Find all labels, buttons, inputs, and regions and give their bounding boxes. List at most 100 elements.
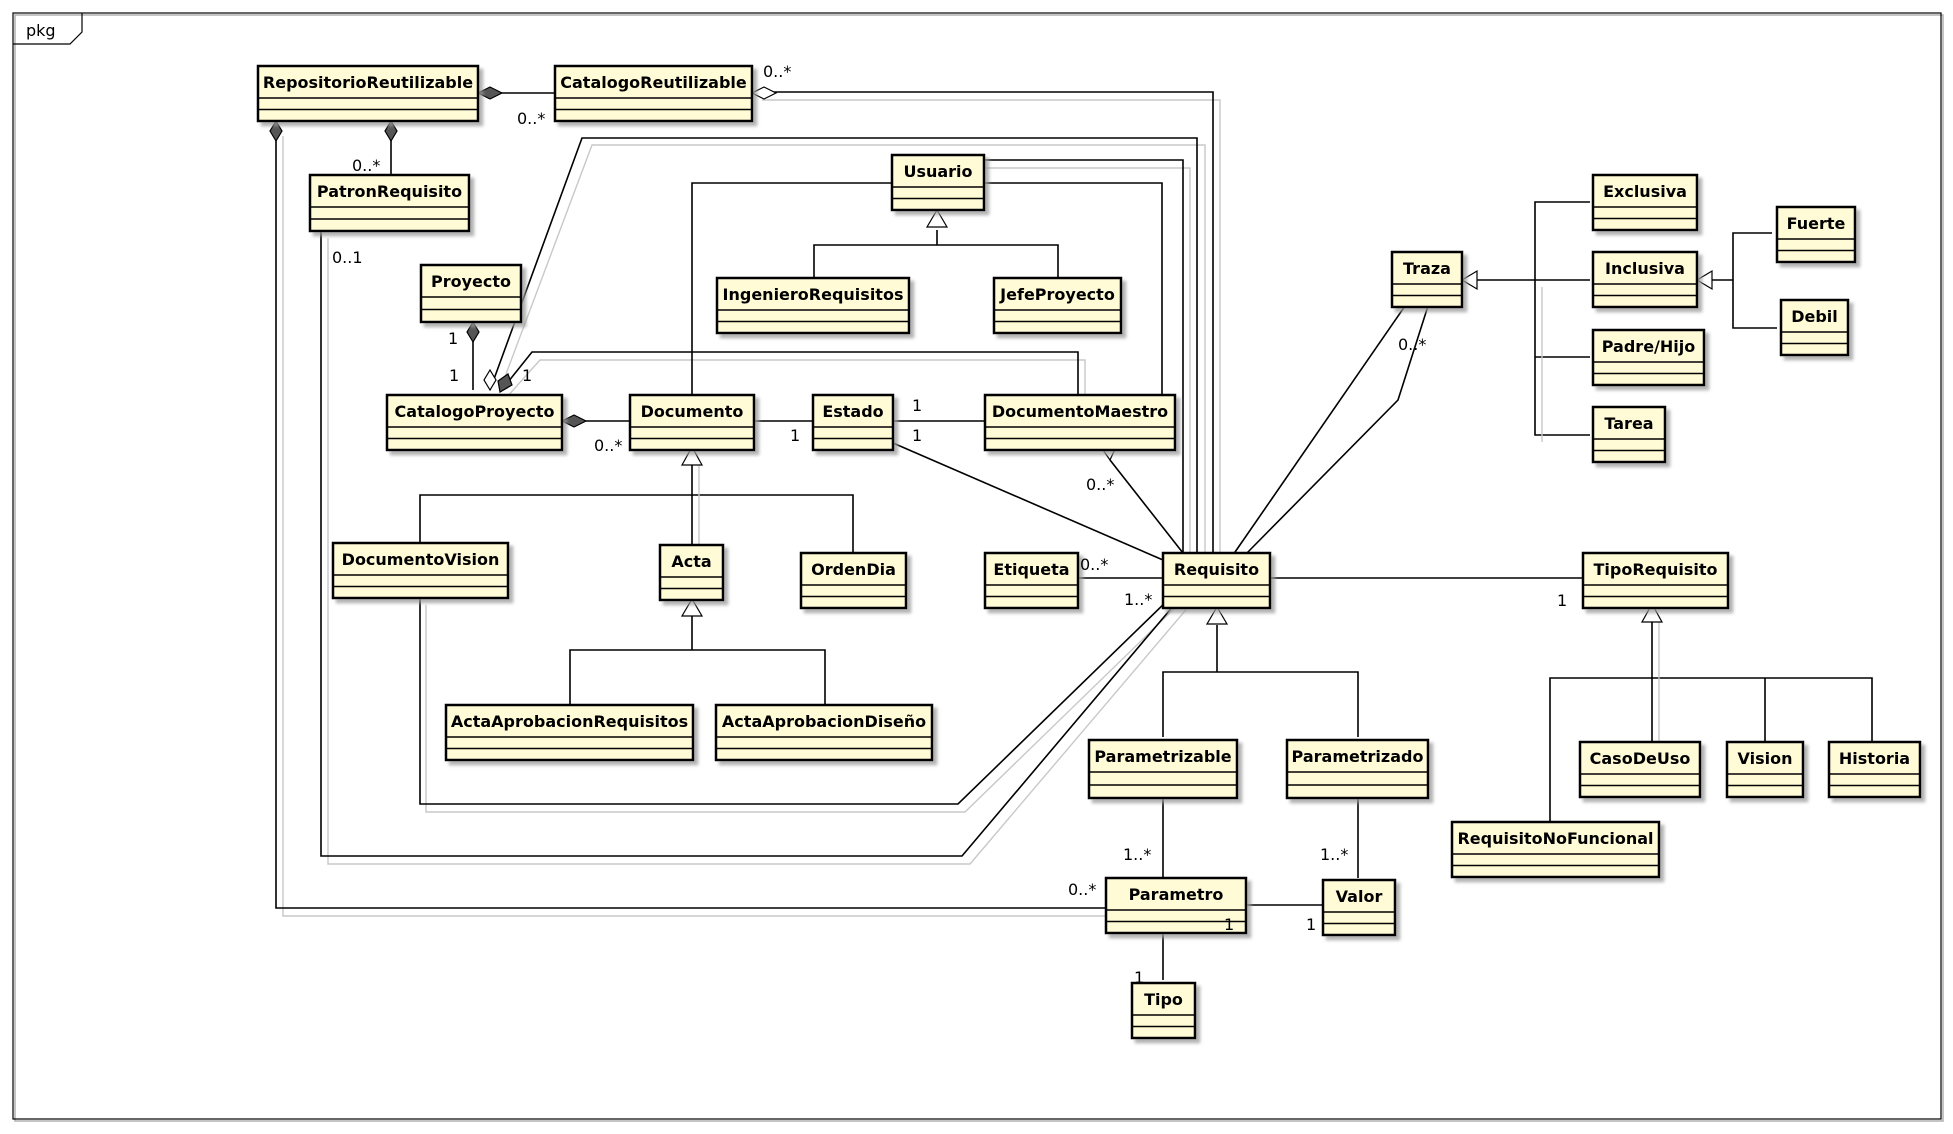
composition-diamond-repositorio-catalogo bbox=[476, 86, 504, 100]
multiplicity-label: 1..* bbox=[1123, 845, 1151, 864]
class-orden-dia[interactable]: OrdenDia bbox=[799, 551, 908, 610]
class-name: CatalogoReutilizable bbox=[560, 73, 747, 92]
class-box bbox=[1779, 298, 1850, 357]
class-box bbox=[983, 393, 1177, 452]
gen-tipo-requisito bbox=[1549, 622, 1873, 822]
multiplicity-label: 1 bbox=[1224, 915, 1234, 934]
class-name: Requisito bbox=[1174, 560, 1259, 579]
class-acta-dis[interactable]: ActaAprobacionDiseño bbox=[714, 703, 934, 762]
class-patron[interactable]: PatronRequisito bbox=[308, 173, 471, 233]
class-doc-vision[interactable]: DocumentoVision bbox=[331, 541, 510, 600]
class-box bbox=[1390, 250, 1464, 309]
class-box bbox=[444, 703, 695, 762]
class-name: Documento bbox=[641, 402, 744, 421]
class-box bbox=[1130, 981, 1197, 1040]
gen-documento bbox=[419, 465, 854, 553]
connectors bbox=[275, 91, 1873, 980]
class-box bbox=[658, 543, 725, 602]
class-traza[interactable]: Traza bbox=[1390, 250, 1464, 309]
class-exclusiva[interactable]: Exclusiva bbox=[1591, 173, 1699, 232]
multiplicity-label: 1 bbox=[522, 366, 532, 385]
class-fuerte[interactable]: Fuerte bbox=[1775, 205, 1857, 264]
class-name: Estado bbox=[822, 402, 883, 421]
multiplicity-label: 0..* bbox=[594, 436, 622, 455]
class-valor[interactable]: Valor bbox=[1321, 878, 1397, 937]
class-repositorio[interactable]: RepositorioReutilizable bbox=[256, 64, 480, 123]
class-parametrizable[interactable]: Parametrizable bbox=[1087, 738, 1239, 800]
class-box bbox=[1285, 738, 1430, 800]
class-name: Exclusiva bbox=[1603, 182, 1687, 201]
class-name: Historia bbox=[1839, 749, 1910, 768]
assoc-catalogo-reutilizable-requisito bbox=[764, 91, 1214, 555]
class-doc-maestro[interactable]: DocumentoMaestro bbox=[983, 393, 1177, 452]
class-padre-hijo[interactable]: Padre/Hijo bbox=[1591, 328, 1706, 387]
assoc-documento-maestro-requisito bbox=[1109, 459, 1184, 554]
gen-requisito bbox=[1162, 625, 1359, 737]
class-catalogo-reut[interactable]: CatalogoReutilizable bbox=[553, 64, 754, 123]
class-catalogo-proy[interactable]: CatalogoProyecto bbox=[385, 393, 564, 452]
multiplicity-label: 1..* bbox=[1320, 845, 1348, 864]
class-box bbox=[715, 276, 911, 335]
class-name: Vision bbox=[1738, 749, 1793, 768]
class-name: RequisitoNoFuncional bbox=[1457, 829, 1653, 848]
multiplicity-label: 0..* bbox=[1086, 475, 1114, 494]
class-requisito[interactable]: Requisito bbox=[1161, 551, 1272, 610]
connector-ends bbox=[269, 86, 1713, 912]
class-name: DocumentoVision bbox=[342, 550, 500, 569]
gen-triangle-documento bbox=[680, 445, 704, 466]
class-tipo-req[interactable]: TipoRequisito bbox=[1581, 551, 1730, 610]
aggregation-diamond-catalogo-proyecto-top bbox=[483, 368, 497, 392]
class-debil[interactable]: Debil bbox=[1779, 298, 1850, 357]
composition-diamond-repositorio-patron bbox=[384, 119, 398, 143]
gen-triangle-usuario bbox=[925, 208, 949, 228]
composition-diamond-proyecto bbox=[466, 320, 480, 344]
class-historia[interactable]: Historia bbox=[1827, 740, 1922, 799]
multiplicity-label: 1 bbox=[1306, 915, 1316, 934]
class-name: Acta bbox=[671, 552, 711, 571]
class-acta-req[interactable]: ActaAprobacionRequisitos bbox=[444, 703, 695, 762]
class-name: RepositorioReutilizable bbox=[263, 73, 473, 92]
class-box bbox=[1104, 876, 1248, 935]
class-inclusiva[interactable]: Inclusiva bbox=[1591, 250, 1699, 309]
class-tipo[interactable]: Tipo bbox=[1130, 981, 1197, 1040]
class-usuario[interactable]: Usuario bbox=[890, 153, 986, 212]
class-box bbox=[385, 393, 564, 452]
class-estado[interactable]: Estado bbox=[811, 393, 895, 452]
class-ingeniero[interactable]: IngenieroRequisitos bbox=[715, 276, 911, 335]
class-name: Debil bbox=[1791, 307, 1838, 326]
class-name: PatronRequisito bbox=[317, 182, 462, 201]
class-box bbox=[1087, 738, 1239, 800]
class-box bbox=[419, 263, 523, 324]
class-name: Usuario bbox=[903, 162, 972, 181]
class-acta[interactable]: Acta bbox=[658, 543, 725, 602]
class-req-no-func[interactable]: RequisitoNoFuncional bbox=[1450, 820, 1661, 879]
gen-acta bbox=[569, 615, 826, 712]
class-name: DocumentoMaestro bbox=[992, 402, 1168, 421]
class-caso-uso[interactable]: CasoDeUso bbox=[1578, 740, 1702, 799]
class-tarea[interactable]: Tarea bbox=[1591, 405, 1667, 464]
class-etiqueta[interactable]: Etiqueta bbox=[983, 551, 1080, 610]
frame-label: pkg bbox=[26, 21, 56, 40]
class-documento[interactable]: Documento bbox=[628, 393, 756, 452]
class-box bbox=[799, 551, 908, 610]
class-name: Parametrizable bbox=[1094, 747, 1231, 766]
class-name: Parametrizado bbox=[1292, 747, 1424, 766]
class-jefe[interactable]: JefeProyecto bbox=[992, 276, 1123, 335]
class-box bbox=[811, 393, 895, 452]
class-name: TipoRequisito bbox=[1594, 560, 1718, 579]
class-box bbox=[1321, 878, 1397, 937]
class-name: OrdenDia bbox=[811, 560, 896, 579]
class-name: Padre/Hijo bbox=[1602, 337, 1695, 356]
multiplicity-label: 1 bbox=[1557, 591, 1567, 610]
multiplicity-label: 0..1 bbox=[332, 248, 363, 267]
class-parametro[interactable]: Parametro bbox=[1104, 876, 1248, 935]
class-box bbox=[1591, 405, 1667, 464]
class-proyecto[interactable]: Proyecto bbox=[419, 263, 523, 324]
class-box bbox=[1591, 173, 1699, 232]
class-vision[interactable]: Vision bbox=[1725, 740, 1805, 799]
class-name: JefeProyecto bbox=[999, 285, 1115, 304]
class-name: ActaAprobacionDiseño bbox=[722, 712, 926, 731]
class-box bbox=[714, 703, 934, 762]
class-parametrizado[interactable]: Parametrizado bbox=[1285, 738, 1430, 800]
